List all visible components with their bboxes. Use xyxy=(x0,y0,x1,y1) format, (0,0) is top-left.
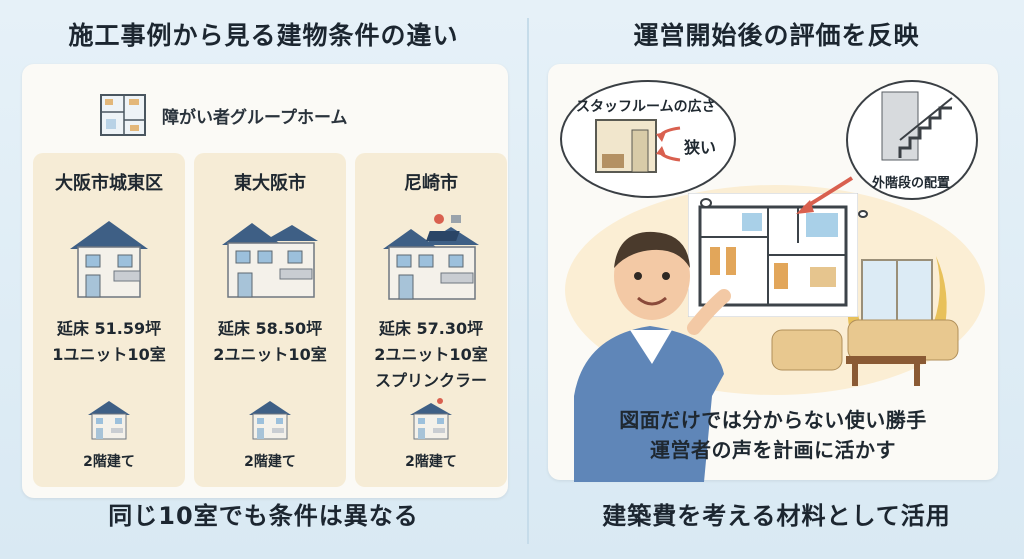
left-panel-title: 施工事例から見る建物条件の違い xyxy=(68,21,459,50)
city-label: 尼崎市 xyxy=(404,173,458,194)
thought-dot xyxy=(858,210,868,218)
unit-count: 2ユニット10室 xyxy=(374,345,488,364)
panel-divider xyxy=(527,18,529,544)
house-icon xyxy=(222,223,318,298)
narrow-arrow-icon xyxy=(656,126,681,162)
left-panel-footer: 同じ10室でも条件は異なる xyxy=(108,502,419,530)
right-panel-title: 運営開始後の評価を反映 xyxy=(633,21,920,50)
unit-count: 2ユニット10室 xyxy=(213,345,327,364)
house-with-solar-icon xyxy=(383,214,479,300)
unit-count: 1ユニット10室 xyxy=(52,345,166,364)
case-column-higashiosaka: 東大阪市 延床 58.50坪 2ユニット10室 2階建て xyxy=(194,153,346,487)
right-panel-footer: 建築費を考える材料として活用 xyxy=(602,502,951,530)
floor-area: 延床 51.59坪 xyxy=(56,319,162,338)
group-home-header: 障がい者グループホーム xyxy=(100,92,420,138)
group-home-label: 障がい者グループホーム xyxy=(162,107,348,128)
usability-caption: 図面だけでは分からない使い勝手 xyxy=(619,408,927,432)
operator-person-illustration xyxy=(574,231,731,482)
house-icon xyxy=(70,221,148,298)
sprinkler-note: スプリンクラー xyxy=(374,371,487,390)
staff-room-label: スタッフルームの広さ xyxy=(576,99,716,115)
floor-area: 延床 57.30坪 xyxy=(378,319,484,338)
floor-plan-icon xyxy=(100,94,146,136)
exterior-stairs-icon xyxy=(881,91,953,161)
thought-dot xyxy=(700,198,712,208)
city-label: 大阪市城東区 xyxy=(55,173,163,194)
floor-count: 2階建て xyxy=(405,454,457,470)
two-story-house-icon xyxy=(410,398,452,440)
two-story-house-icon xyxy=(249,401,291,440)
narrow-label: 狭い xyxy=(684,138,717,157)
operator-voice-caption: 運営者の声を計画に活かす xyxy=(650,438,896,462)
case-column-amagasaki: 尼崎市 延床 57.30坪 2ユニット10室 スプリンクラー xyxy=(355,153,507,487)
pointing-arrow-icon xyxy=(796,176,854,214)
staff-room-icon xyxy=(595,119,657,173)
stairs-label: 外階段の配置 xyxy=(872,176,951,191)
case-column-joto: 大阪市城東区 延床 51.59坪 1ユニット10室 2階建て xyxy=(33,153,185,487)
floor-area: 延床 58.50坪 xyxy=(217,319,323,338)
floor-count: 2階建て xyxy=(244,454,296,470)
floor-count: 2階建て xyxy=(83,454,135,470)
city-label: 東大阪市 xyxy=(234,173,306,194)
two-story-house-icon xyxy=(88,401,130,440)
